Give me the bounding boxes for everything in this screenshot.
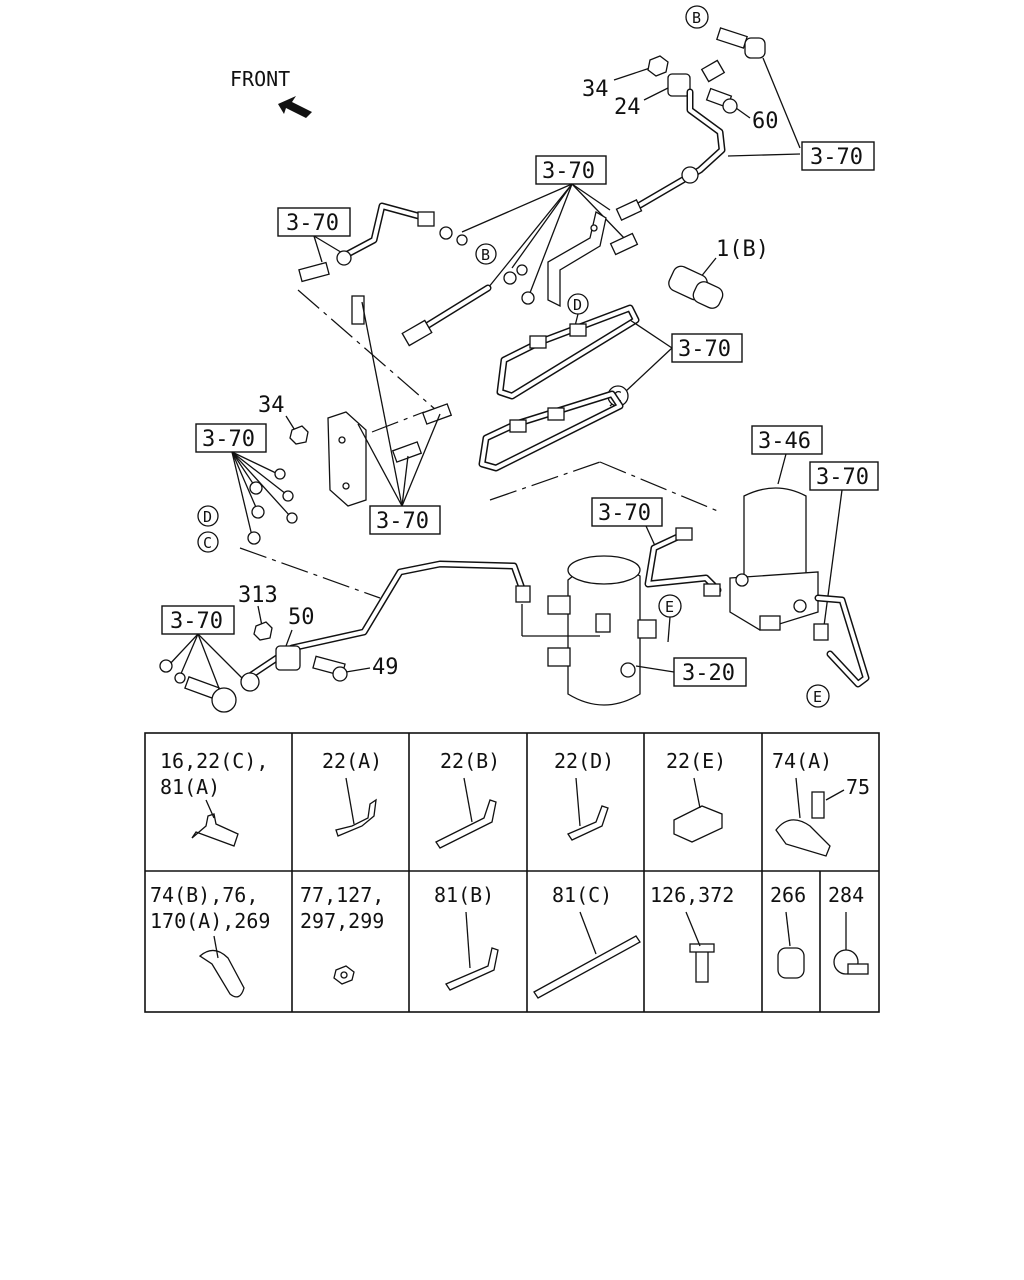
clip-50 (275, 645, 301, 671)
ref-left-bracket[interactable]: 3-70 (202, 427, 255, 452)
clip-24 (667, 59, 733, 109)
cell-r1c5: 22(E) (666, 749, 726, 773)
part-34-top: 34 (582, 77, 609, 102)
bracket-upper-mid (547, 210, 607, 308)
circle-c-left-letter: C (203, 534, 212, 552)
clip-icon (668, 265, 724, 309)
bracket-icon (191, 799, 239, 847)
cell-r2c2-line1: 77,127, (300, 883, 384, 907)
circle-b-top-letter: B (692, 9, 701, 27)
clamp-284-icon (833, 912, 869, 975)
ref-top-right[interactable]: 3-70 (810, 145, 863, 170)
cell-r2c1-line2: 170(A),269 (150, 909, 270, 933)
circle-b-mid-letter: B (481, 246, 490, 264)
part-1b: 1(B) (716, 237, 769, 262)
nut-icon (333, 965, 355, 985)
tank-icon (547, 555, 657, 706)
bracket-22b-icon (435, 777, 497, 849)
part-60: 60 (752, 109, 779, 134)
circle-d-left-letter: D (203, 508, 212, 526)
cell-r2c7: 284 (828, 883, 864, 907)
ref-box-upper-mid[interactable] (535, 155, 607, 185)
bracket-22e-icon (673, 777, 723, 843)
ref-bottom-left[interactable]: 3-70 (170, 609, 223, 634)
part-313: 313 (238, 583, 278, 608)
ref-mid-right[interactable]: 3-70 (678, 337, 731, 362)
parts-table (144, 732, 880, 1013)
cell-r1c3: 22(B) (440, 749, 500, 773)
bolt-icon (685, 911, 715, 983)
air-dryer-icon (729, 487, 819, 631)
arrow-front-icon (278, 96, 312, 118)
cell-r2c4: 81(C) (552, 883, 612, 907)
cell-r1c6-extra: 75 (846, 775, 870, 799)
cell-r1c2: 22(A) (322, 749, 382, 773)
cell-r2c1-line1: 74(B),76, (150, 883, 258, 907)
bracket-22a-icon (335, 777, 377, 837)
bracket-81b-icon (445, 911, 499, 991)
part-24: 24 (614, 95, 641, 120)
clamp-74a-icon (775, 777, 845, 857)
cell-r1c6: 74(A) (772, 749, 832, 773)
cell-r2c3: 81(B) (434, 883, 494, 907)
ref-box-tank[interactable] (673, 657, 747, 687)
part-50: 50 (288, 605, 315, 630)
cell-r2c5: 126,372 (650, 883, 734, 907)
ref-box-dryer[interactable] (751, 425, 823, 455)
circle-e-dryer-letter: E (813, 688, 822, 706)
ref-center-bracket[interactable]: 3-70 (376, 509, 429, 534)
ref-box-mid-right[interactable] (671, 333, 743, 363)
part-49: 49 (372, 655, 399, 680)
nut-34-top (647, 55, 669, 77)
circle-e-tank-letter: E (665, 598, 674, 616)
ref-upper-mid[interactable]: 3-70 (542, 159, 595, 184)
ref-tank-pipe[interactable]: 3-70 (598, 501, 651, 526)
cell-r2c2-line2: 297,299 (300, 909, 384, 933)
cell-r1c1-line1: 16,22(C), (160, 749, 268, 773)
clamp-266-icon (777, 911, 805, 979)
bracket-81c-icon (533, 911, 641, 999)
ref-box-tank-pipe[interactable] (591, 497, 663, 527)
part-34-mid: 34 (258, 393, 285, 418)
ref-box-center-bracket[interactable] (369, 505, 441, 535)
cell-r1c1-line2: 81(A) (160, 775, 220, 799)
cell-r2c6: 266 (770, 883, 806, 907)
ref-box-dryer-right[interactable] (809, 461, 879, 491)
circle-b-top (685, 5, 709, 29)
ref-box-left-bracket[interactable] (195, 423, 267, 453)
bracket-center (327, 411, 367, 507)
ref-dryer-right[interactable]: 3-70 (816, 465, 869, 490)
tie-band-icon (198, 935, 245, 998)
ref-dryer[interactable]: 3-46 (758, 429, 811, 454)
front-label: FRONT (230, 67, 290, 91)
ref-upper-left[interactable]: 3-70 (286, 211, 339, 236)
cell-r1c4: 22(D) (554, 749, 614, 773)
ref-box-top-right[interactable] (801, 141, 875, 171)
ref-tank[interactable]: 3-20 (682, 661, 735, 686)
tee-fitting-top (716, 27, 766, 59)
bracket-22d-icon (567, 777, 609, 841)
circle-d-mid-letter: D (573, 296, 582, 314)
